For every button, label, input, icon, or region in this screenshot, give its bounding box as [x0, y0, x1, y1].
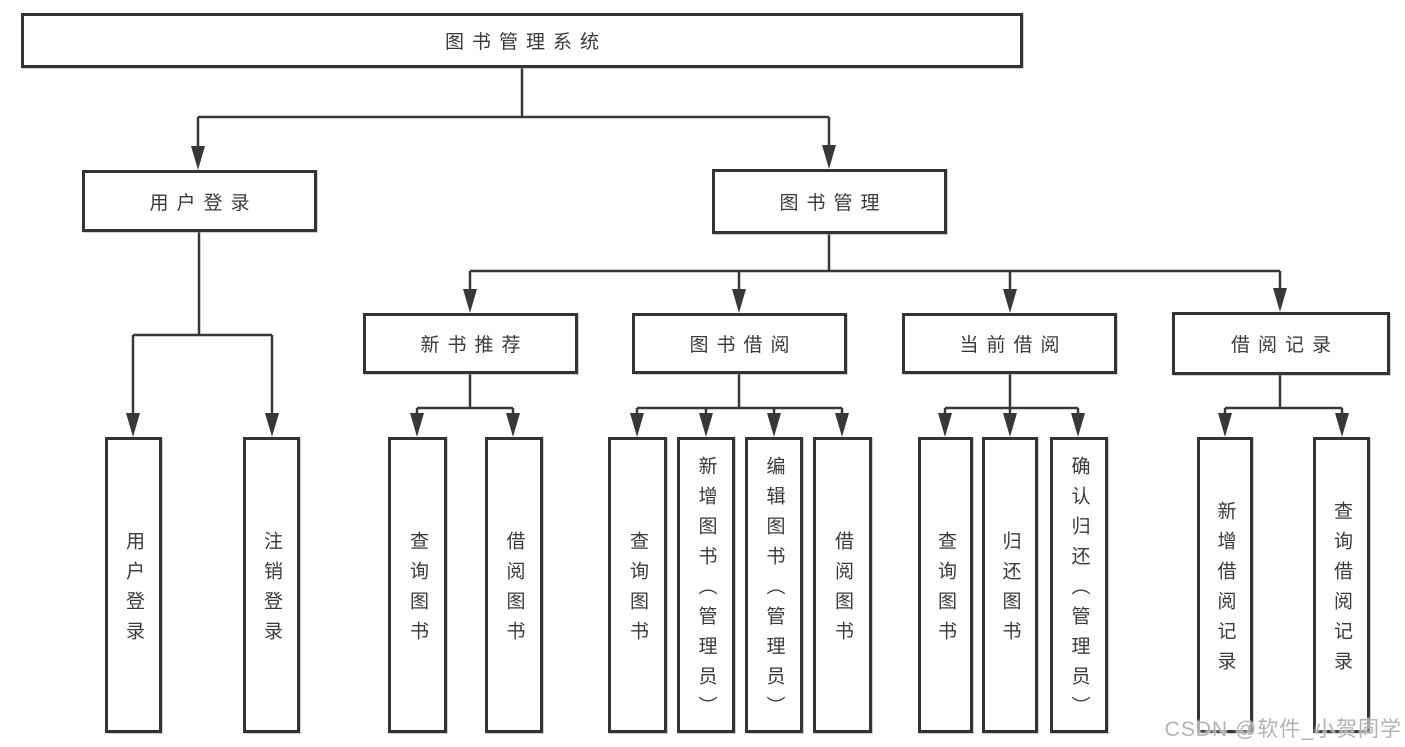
arrowhead-down-icon	[630, 413, 644, 437]
node-new-book-recommend: 新书推荐	[363, 313, 578, 374]
leaf-query-borrow-record-label: 查询借阅记录	[1331, 500, 1352, 681]
leaf-query-books-current-label: 查询图书	[935, 530, 956, 651]
leaf-query-books-borrow: 查询图书	[608, 437, 667, 733]
arrowhead-down-icon	[732, 289, 746, 313]
node-book-borrow-label: 图书借阅	[689, 335, 798, 356]
leaf-query-books-recommend: 查询图书	[388, 437, 447, 733]
leaf-confirm-return-admin: 确认归还（管理员）	[1050, 437, 1108, 733]
arrowhead-down-icon	[506, 413, 520, 437]
leaf-logout: 注销登录	[243, 437, 300, 733]
node-new-book-recommend-label: 新书推荐	[420, 335, 529, 356]
arrowhead-down-icon	[767, 413, 781, 437]
arrowhead-down-icon	[265, 413, 279, 437]
leaf-confirm-return-admin-label: 确认归还（管理员）	[1068, 455, 1090, 726]
leaf-user-login-label: 用户登录	[123, 530, 144, 651]
node-current-borrow: 当前借阅	[902, 313, 1117, 374]
node-system-root-label: 图书管理系统	[444, 32, 607, 53]
node-system-root: 图书管理系统	[21, 13, 1023, 68]
arrowhead-down-icon	[463, 289, 477, 313]
leaf-borrow-books-label: 借阅图书	[832, 530, 853, 651]
arrowhead-down-icon	[1071, 413, 1085, 437]
arrowhead-down-icon	[126, 413, 140, 437]
leaf-add-books-admin: 新增图书（管理员）	[677, 437, 735, 733]
leaf-edit-books-admin-label: 编辑图书（管理员）	[763, 455, 785, 726]
arrowhead-down-icon	[699, 413, 713, 437]
node-book-borrow: 图书借阅	[632, 313, 847, 374]
leaf-borrow-books-recommend-label: 借阅图书	[503, 530, 525, 651]
arrowhead-down-icon	[1003, 289, 1017, 313]
leaf-user-login: 用户登录	[105, 437, 162, 733]
leaf-borrow-books-recommend: 借阅图书	[485, 437, 543, 733]
leaf-borrow-books: 借阅图书	[813, 437, 872, 733]
leaf-query-books-current: 查询图书	[918, 437, 973, 733]
node-user-login-label: 用户登录	[149, 192, 258, 214]
arrowhead-down-icon	[938, 413, 952, 437]
leaf-return-books-label: 归还图书	[999, 530, 1021, 651]
watermark: CSDN @软件_小贺同学	[1164, 718, 1402, 741]
leaf-add-borrow-record: 新增借阅记录	[1197, 437, 1253, 733]
node-borrow-records: 借阅记录	[1172, 312, 1390, 375]
arrowhead-down-icon	[191, 146, 205, 170]
node-borrow-records-label: 借阅记录	[1230, 335, 1339, 356]
arrowhead-down-icon	[1335, 413, 1349, 437]
leaf-query-books-borrow-label: 查询图书	[627, 530, 648, 651]
leaf-query-borrow-record: 查询借阅记录	[1313, 437, 1370, 733]
node-user-login: 用户登录	[82, 170, 317, 232]
leaf-edit-books-admin: 编辑图书（管理员）	[745, 437, 803, 733]
leaf-add-borrow-record-label: 新增借阅记录	[1214, 500, 1236, 681]
leaf-query-books-recommend-label: 查询图书	[407, 530, 428, 651]
arrowhead-down-icon	[822, 145, 836, 169]
leaf-logout-label: 注销登录	[261, 530, 282, 651]
node-book-management: 图书管理	[712, 169, 947, 234]
arrowhead-down-icon	[1218, 413, 1232, 437]
leaf-return-books: 归还图书	[982, 437, 1038, 733]
arrowhead-down-icon	[1003, 413, 1017, 437]
node-current-borrow-label: 当前借阅	[959, 335, 1068, 356]
arrowhead-down-icon	[835, 413, 849, 437]
leaf-add-books-admin-label: 新增图书（管理员）	[695, 455, 717, 726]
node-book-management-label: 图书管理	[779, 193, 888, 214]
arrowhead-down-icon	[1273, 288, 1287, 312]
arrowhead-down-icon	[410, 413, 424, 437]
